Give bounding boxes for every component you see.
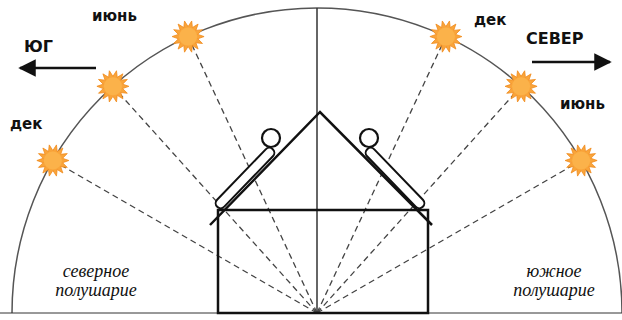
sun-rays <box>53 37 581 313</box>
hemisphere-label: северное полушарие <box>46 262 146 300</box>
month-label: дек <box>474 12 506 29</box>
south-arrow <box>20 67 96 70</box>
sun-ray <box>188 37 317 313</box>
zenith-line <box>316 8 318 313</box>
sky-arc <box>12 8 622 313</box>
sun-symbol <box>172 21 204 52</box>
direction-label: СЕВЕР <box>526 30 584 48</box>
sun-symbol <box>565 145 597 176</box>
sun-symbol <box>37 145 69 176</box>
sun-symbol <box>505 71 537 102</box>
solar-collector <box>214 146 277 210</box>
sun-ray <box>317 86 521 313</box>
month-label: дек <box>10 116 42 133</box>
sun-group <box>37 21 597 176</box>
hemisphere-label: южное полушарие <box>504 262 604 300</box>
storage-tank <box>360 129 378 147</box>
sun-symbol <box>430 21 462 52</box>
sun-ray <box>113 86 317 313</box>
month-label: июнь <box>92 8 137 25</box>
sun-symbol <box>97 71 129 102</box>
north-arrow <box>532 61 610 64</box>
house-roof <box>210 112 432 225</box>
solar-collector <box>364 146 427 210</box>
storage-tank <box>262 129 280 147</box>
month-label: июнь <box>560 96 605 113</box>
house-body <box>218 210 428 313</box>
direction-label: ЮГ <box>24 38 53 56</box>
